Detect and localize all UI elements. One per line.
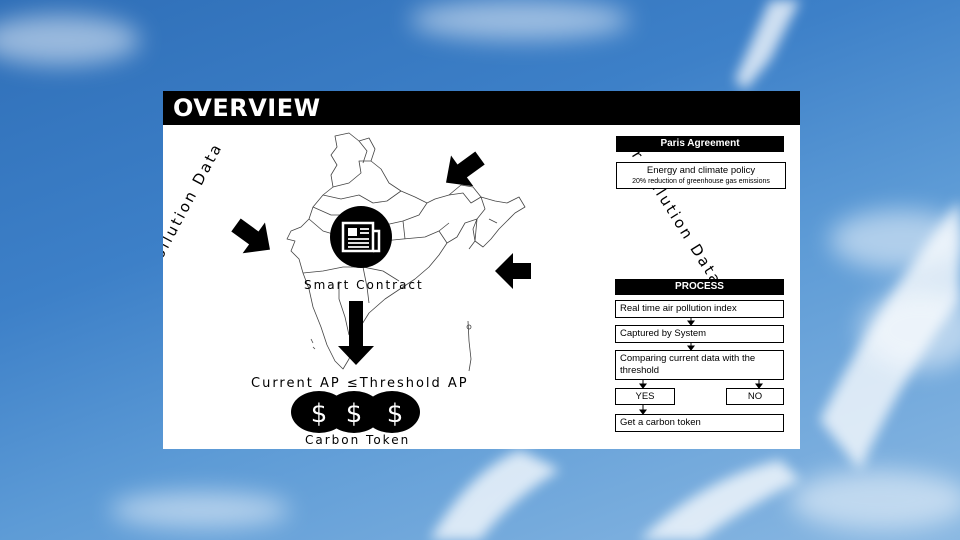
slide-title: OVERVIEW [173, 94, 321, 122]
india-map-icon [286, 132, 526, 372]
arrow-icon [338, 301, 374, 365]
policy-detail-text: 20% reduction of greenhouse gas emission… [632, 178, 770, 185]
process-step: Real time air pollution index [615, 300, 784, 318]
process-title: PROCESS [615, 279, 784, 295]
process-step: Comparing current data with the threshol… [615, 350, 784, 380]
process-step: Get a carbon token [615, 414, 784, 432]
policy-box: Energy and climate policy 20% reduction … [616, 162, 786, 189]
paris-agreement-title: Paris Agreement [616, 136, 784, 152]
dollar-coin-icon [364, 391, 420, 433]
yes-branch: YES [615, 388, 675, 405]
diagram-canvas: $ $ $ [231, 132, 763, 433]
no-branch: NO [726, 388, 784, 405]
carbon-token-coins: $ $ $ [291, 391, 420, 433]
arrow-icon [231, 218, 270, 254]
arrow-icon [495, 253, 531, 289]
coin-symbol: $ [311, 399, 328, 429]
smart-contract-label: Smart Contract [304, 278, 424, 292]
carbon-token-label: Carbon Token [305, 433, 411, 447]
coin-symbol: $ [346, 399, 363, 429]
process-step: Captured by System [615, 325, 784, 343]
arrow-icon [446, 151, 485, 187]
coin-symbol: $ [387, 399, 404, 429]
overview-slide: OVERVIEW [163, 91, 800, 449]
process-connectors [639, 318, 763, 415]
policy-main-text: Energy and climate policy [646, 165, 756, 176]
condition-text: Current AP ≤Threshold AP [251, 376, 469, 391]
slide-header: OVERVIEW [163, 91, 800, 125]
contract-document-icon [330, 206, 392, 268]
